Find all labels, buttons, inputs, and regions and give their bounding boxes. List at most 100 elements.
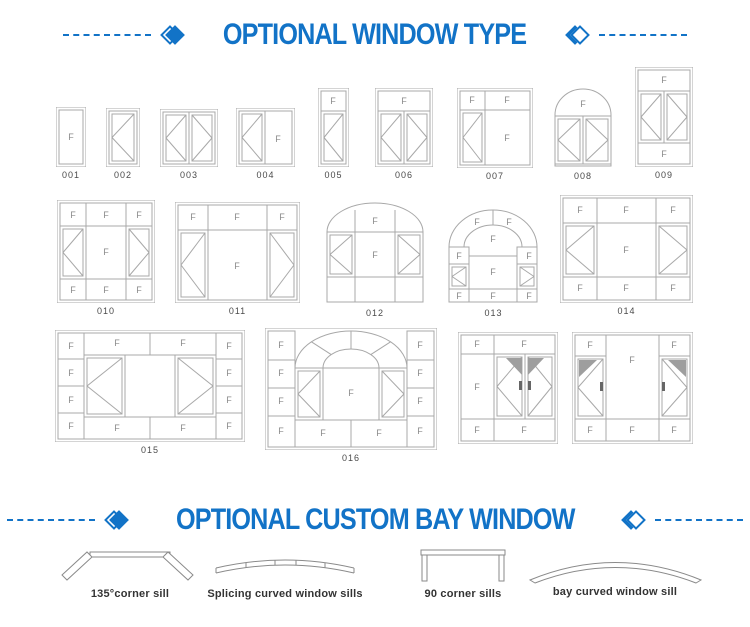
sill-drawing	[215, 559, 354, 574]
window-diagram-004: F 004	[236, 108, 295, 180]
fixed-pane-mark: F	[136, 210, 142, 220]
fixed-pane-mark: F	[226, 421, 232, 431]
fixed-pane-mark: F	[661, 75, 667, 85]
fixed-pane-mark: F	[234, 212, 240, 222]
window-diagram-003: 003	[160, 109, 218, 180]
window-drawing: F	[318, 88, 349, 167]
window-number-label: 001	[61, 170, 81, 180]
window-number-label: 008	[573, 171, 593, 181]
fixed-pane-mark: F	[526, 291, 532, 301]
window-drawing: F	[236, 108, 295, 167]
window-number-label: 002	[113, 170, 133, 180]
fixed-pane-mark: F	[226, 341, 232, 351]
dashed-rule	[655, 519, 744, 521]
window-drawing: F F F F	[175, 202, 300, 303]
sill-drawing	[61, 551, 194, 581]
window-diagram-001: F 001	[56, 107, 86, 180]
fixed-pane-mark: F	[506, 217, 512, 227]
window-drawing	[106, 108, 140, 167]
fixed-pane-mark: F	[580, 99, 586, 109]
dashed-rule	[598, 34, 687, 36]
window-number-label: 011	[228, 306, 247, 316]
fixed-pane-mark: F	[474, 217, 480, 227]
window-number-label: 006	[394, 170, 414, 180]
fixed-pane-mark: F	[623, 205, 629, 215]
window-number-label: 009	[654, 170, 674, 180]
window-diagram-011: F F F F 011	[175, 202, 300, 316]
fixed-pane-mark: F	[469, 95, 475, 105]
window-number-label: 004	[256, 170, 275, 180]
fixed-pane-mark: F	[629, 355, 635, 365]
window-number-label: 015	[140, 445, 160, 455]
fixed-pane-mark: F	[68, 132, 74, 142]
window-number-label: 007	[485, 171, 505, 181]
fixed-pane-mark: F	[587, 340, 593, 350]
fixed-pane-mark: F	[278, 396, 284, 406]
window-number-label: 013	[484, 308, 503, 318]
fixed-pane-mark: F	[330, 96, 336, 106]
fixed-pane-mark: F	[623, 245, 629, 255]
fixed-pane-mark: F	[372, 250, 378, 260]
section-title: OPTIONAL WINDOW TYPE	[223, 18, 527, 51]
fixed-pane-mark: F	[103, 285, 109, 295]
fixed-pane-mark: F	[68, 421, 74, 431]
fixed-pane-mark: F	[114, 423, 120, 433]
fixed-pane-mark: F	[103, 210, 109, 220]
fixed-pane-mark: F	[68, 341, 74, 351]
fixed-pane-mark: F	[226, 395, 232, 405]
window-drawing: F	[554, 88, 612, 167]
fixed-pane-mark: F	[279, 212, 285, 222]
window-number-label: 003	[179, 170, 199, 180]
fixed-pane-mark: F	[180, 423, 186, 433]
sill-label: bay curved window sill	[552, 586, 678, 598]
fixed-pane-mark: F	[474, 339, 480, 349]
diamond-icon	[103, 510, 129, 530]
fixed-pane-mark: F	[623, 283, 629, 293]
sill-drawing	[528, 562, 702, 584]
sill-label: 90 corner sills	[424, 588, 502, 600]
fixed-pane-mark: F	[474, 425, 480, 435]
fixed-pane-mark: F	[190, 212, 196, 222]
fixed-pane-mark: F	[136, 285, 142, 295]
window-diagram-008: F 008	[553, 87, 613, 181]
window-drawing	[160, 109, 218, 167]
fixed-pane-mark: F	[671, 340, 677, 350]
fixed-pane-mark: F	[504, 95, 510, 105]
sill-diagram-1: 135°corner sill	[35, 544, 225, 600]
section-header-2: OPTIONAL CUSTOM BAY WINDOW	[0, 503, 750, 537]
fixed-pane-mark: F	[490, 234, 496, 244]
window-drawing: F	[375, 88, 433, 167]
fixed-pane-mark: F	[490, 291, 496, 301]
diamond-icon	[621, 510, 647, 530]
fixed-pane-mark: F	[417, 368, 423, 378]
fixed-pane-mark: F	[278, 368, 284, 378]
fixed-pane-mark: F	[526, 251, 532, 261]
window-drawing: FF	[326, 202, 424, 303]
fixed-pane-mark: F	[70, 210, 76, 220]
sill-drawing	[420, 549, 506, 582]
sill-diagram-4: bay curved window sill	[520, 542, 710, 598]
fixed-pane-mark: F	[417, 426, 423, 436]
sill-diagram-2: Splicing curved window sills	[190, 544, 380, 600]
diamond-icon	[160, 25, 186, 45]
diamond-icon	[564, 25, 590, 45]
fixed-pane-mark: F	[629, 425, 635, 435]
fixed-pane-mark: F	[234, 261, 240, 271]
fixed-pane-mark: F	[521, 425, 527, 435]
fixed-pane-mark: F	[401, 96, 407, 106]
fixed-pane-mark: F	[577, 283, 583, 293]
fixed-pane-mark: F	[490, 267, 496, 277]
window-drawing: F	[56, 107, 86, 167]
